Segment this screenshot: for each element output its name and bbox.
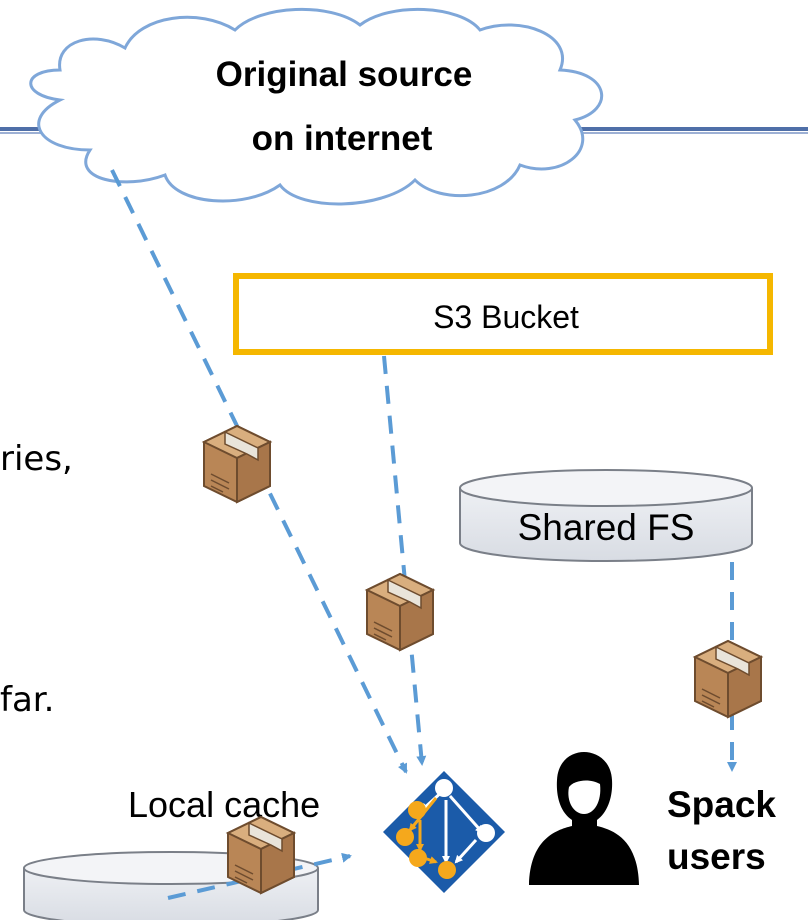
internet-cloud: Original source on internet — [29, 8, 604, 206]
package-box-icon — [366, 573, 434, 651]
s3-bucket-label: S3 Bucket — [433, 299, 579, 335]
s3-bucket-box: S3 Bucket — [233, 273, 773, 355]
arrow-s3-to-spack — [382, 355, 427, 766]
spack-logo-icon — [383, 771, 505, 893]
cropped-bullet-text-1: ries, — [0, 439, 73, 479]
package-box-icon — [203, 425, 271, 503]
cloud-title-line2: on internet — [252, 119, 433, 158]
cropped-bullet-text-2: far. — [0, 680, 54, 720]
spack-users-line2: users — [667, 836, 766, 877]
cloud-title-line1: Original source — [216, 55, 473, 94]
package-box-icon — [694, 640, 762, 718]
user-avatar-icon — [529, 752, 639, 885]
spack-users-line1: Spack — [667, 784, 776, 825]
shared-fs-cylinder: Shared FS — [459, 469, 753, 562]
local-cache-label: Local cache — [128, 784, 320, 825]
shared-fs-label: Shared FS — [518, 507, 695, 548]
package-box-icon — [227, 816, 295, 894]
